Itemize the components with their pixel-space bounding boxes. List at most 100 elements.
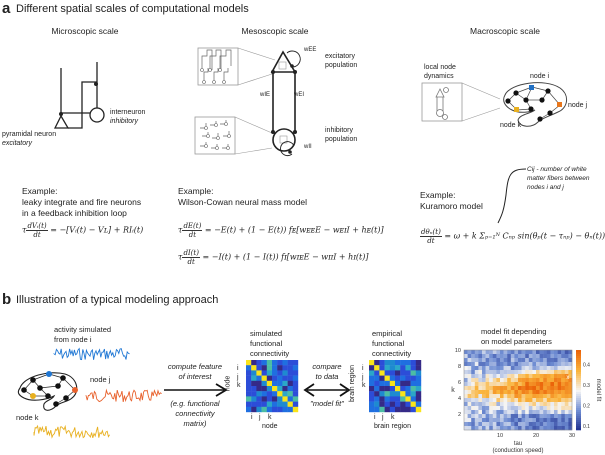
- heatmap-cell: [557, 350, 562, 355]
- heatmap-cell: [514, 394, 519, 399]
- fc-cell: [287, 391, 293, 397]
- heatmap-cell: [550, 414, 555, 419]
- heatmap-cell: [478, 422, 483, 427]
- heatmap-cell: [464, 382, 468, 387]
- fc-cell: [379, 380, 385, 387]
- heatmap-cell: [485, 358, 490, 363]
- heatmap-cell: [496, 426, 501, 431]
- y-tick-label: 2: [458, 412, 461, 418]
- fc-cell: [251, 370, 257, 376]
- heatmap-cell: [503, 418, 508, 423]
- heatmap-cell: [496, 402, 501, 407]
- inhibitory-label-2: population: [325, 136, 358, 143]
- fc-cell: [256, 396, 262, 402]
- heatmap-cell: [528, 354, 533, 359]
- interneuron-label: interneuron: [110, 109, 146, 116]
- heatmap-cell: [474, 350, 479, 355]
- heatmap-cell: [539, 402, 544, 407]
- panel-a-title: Different spatial scales of computationa…: [16, 3, 249, 15]
- heatmap-cell: [478, 410, 483, 415]
- heatmap-cell: [496, 378, 501, 383]
- trace-node-j: [85, 388, 162, 403]
- heatmap-cell: [464, 406, 468, 411]
- heatmap-cell: [518, 410, 522, 415]
- fc-cell: [405, 386, 411, 392]
- heatmap-cell: [464, 386, 468, 391]
- heatmap-cell: [564, 402, 569, 407]
- heatmap-cell: [525, 414, 529, 419]
- heatmap-cell: [507, 418, 511, 423]
- heatmap-cell: [521, 414, 526, 419]
- heatmap-cell: [568, 386, 573, 391]
- fit-title-2: on model parameters: [481, 337, 552, 346]
- x-tick-label: 30: [569, 433, 575, 439]
- excitatory-label-1: excitatory: [325, 53, 355, 60]
- heatmap-cell: [525, 374, 529, 379]
- heatmap-cell: [550, 418, 555, 423]
- colorbar-tick-label: 0.2: [583, 403, 590, 409]
- heatmap-cell: [561, 418, 565, 423]
- fc-cell: [251, 380, 257, 387]
- heatmap-cell: [474, 366, 479, 371]
- heatmap-cell: [550, 362, 555, 367]
- fc-cell: [282, 386, 288, 392]
- macro-example-desc: Kuramoro model: [420, 201, 483, 211]
- heatmap-cell: [485, 378, 490, 383]
- colorbar-segment: [576, 384, 581, 387]
- heatmap-cell: [474, 422, 479, 427]
- heatmap-cell: [568, 422, 573, 427]
- sim-col-tick-j: j: [259, 414, 261, 421]
- heatmap-cell: [482, 386, 486, 391]
- heatmap-cell: [514, 370, 519, 375]
- heatmap-cell: [507, 394, 511, 399]
- heatmap-cell: [492, 410, 497, 415]
- pyramidal-label: pyramidal neuron: [2, 131, 57, 138]
- heatmap-cell: [536, 382, 540, 387]
- heatmap-cell: [539, 414, 544, 419]
- micro-example-label: Example:: [22, 186, 58, 196]
- heatmap-cell: [464, 350, 468, 355]
- heatmap-cell: [510, 398, 515, 403]
- heatmap-cell: [482, 418, 486, 423]
- colorbar-segment: [576, 378, 581, 381]
- fc-cell: [287, 401, 293, 407]
- fc-cell: [410, 406, 416, 413]
- heatmap-cell: [561, 378, 565, 383]
- heatmap-cell: [521, 358, 526, 363]
- heatmap-cell: [471, 414, 475, 419]
- heatmap-cell: [528, 426, 533, 431]
- emp-col-tick-i: i: [374, 414, 376, 421]
- heatmap-cell: [561, 426, 565, 431]
- heatmap-cell: [467, 422, 472, 427]
- heatmap-cell: [503, 426, 508, 431]
- heatmap-cell: [507, 354, 511, 359]
- trace-node-k: [33, 424, 110, 439]
- heatmap-cell: [554, 394, 558, 399]
- heatmap-cell: [557, 386, 562, 391]
- fc-cell: [379, 386, 385, 392]
- emp-col-tick-j: j: [382, 414, 384, 421]
- trace-node-i: [53, 347, 130, 361]
- fc-cell: [272, 386, 278, 392]
- heatmap-cell: [478, 382, 483, 387]
- heatmap-cell: [539, 354, 544, 359]
- meso-population-diagram: [194, 47, 301, 157]
- heatmap-cell: [489, 418, 493, 423]
- heatmap-cell: [492, 366, 497, 371]
- fc-cell: [384, 360, 390, 366]
- fc-cell: [395, 360, 401, 366]
- heatmap-cell: [532, 366, 537, 371]
- heatmap-cell: [557, 378, 562, 383]
- heatmap-cell: [503, 370, 508, 375]
- emp-fc-title-1: empirical: [372, 329, 403, 338]
- fc-cell: [266, 386, 273, 392]
- heatmap-cell: [564, 354, 569, 359]
- node-j-dot: [72, 387, 78, 393]
- heatmap-cell: [561, 410, 565, 415]
- heatmap-cell: [532, 426, 537, 431]
- fc-cell: [272, 391, 278, 397]
- heatmap-cell: [536, 350, 540, 355]
- fc-cell: [277, 386, 283, 392]
- colorbar-segment: [576, 364, 581, 367]
- fc-cell: [395, 380, 401, 387]
